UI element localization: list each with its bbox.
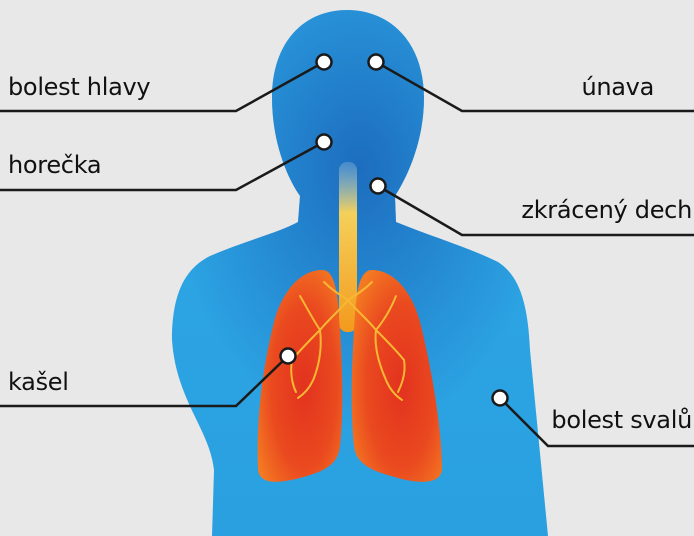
- marker-headache: [317, 55, 332, 70]
- marker-cough: [281, 349, 296, 364]
- label-fatigue: únava: [581, 75, 654, 99]
- label-fever: horečka: [8, 153, 101, 177]
- marker-muscle-pain: [493, 391, 508, 406]
- label-muscle-pain: bolest svalů: [551, 408, 692, 432]
- marker-fever: [317, 135, 332, 150]
- label-shortness-of-breath: zkrácený dech: [521, 198, 692, 222]
- marker-shortness-of-breath: [371, 179, 386, 194]
- label-cough: kašel: [8, 370, 69, 394]
- marker-fatigue: [369, 55, 384, 70]
- label-headache: bolest hlavy: [8, 75, 150, 99]
